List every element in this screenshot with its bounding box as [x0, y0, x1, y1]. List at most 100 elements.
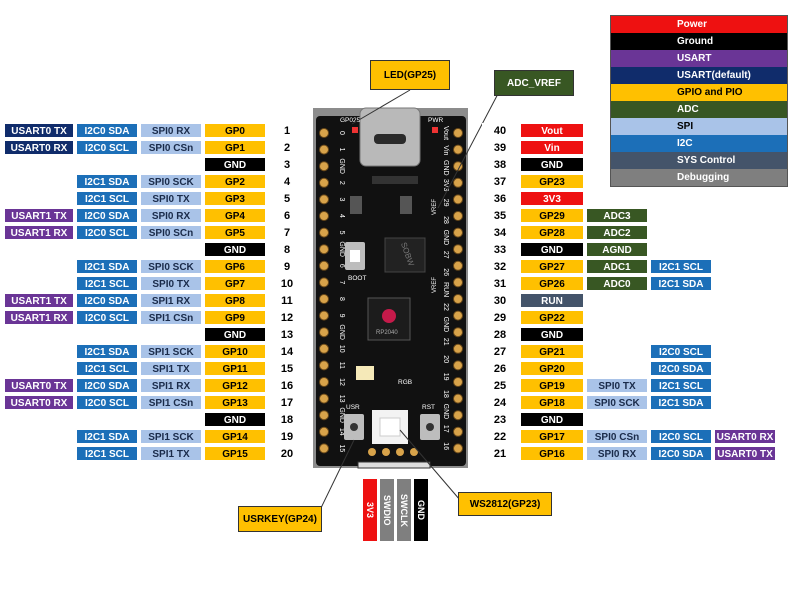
header-pin	[319, 410, 329, 421]
debug-pin-label: SWCLK	[396, 478, 412, 542]
gpio-cell: GP0	[204, 123, 266, 138]
pin-number: 35	[482, 208, 518, 223]
silk-label: 7	[338, 280, 345, 284]
pin-number: 15	[268, 361, 306, 376]
led-gp25-icon	[352, 127, 358, 133]
silk-label: 28	[442, 216, 449, 224]
pin-number: 5	[268, 191, 306, 206]
i2c-cell: I2C0 SCL	[650, 344, 712, 359]
raspberry-logo-icon	[382, 309, 396, 323]
pin-number: 17	[268, 395, 306, 410]
pin-number: 26	[482, 361, 518, 376]
i2c-cell: I2C1 SCL	[650, 378, 712, 393]
spi-cell: SPI1 CSn	[140, 395, 202, 410]
usart-cell: USART0 RX	[4, 140, 74, 155]
debug-pad	[368, 448, 376, 456]
usart-cell: USART0 TX	[4, 123, 74, 138]
spi-cell: SPI1 RX	[140, 378, 202, 393]
silk-label: 11	[338, 362, 345, 369]
gpio-cell: GP8	[204, 293, 266, 308]
i2c-cell: I2C0 SDA	[76, 123, 138, 138]
header-pin	[319, 194, 329, 205]
component	[350, 196, 362, 214]
pin-number: 29	[482, 310, 518, 325]
gpio-cell: RUN	[520, 293, 584, 308]
pin-number: 8	[268, 242, 306, 257]
pin-number: 32	[482, 259, 518, 274]
pin-number: 9	[268, 259, 306, 274]
gpio-cell: GND	[520, 242, 584, 257]
header-pin	[319, 393, 329, 404]
pin-number: 36	[482, 191, 518, 206]
debug-pin-label: GND	[413, 478, 429, 542]
adc-cell: ADC2	[586, 225, 648, 240]
gpio-cell: GP5	[204, 225, 266, 240]
spi-cell: SPI1 TX	[140, 446, 202, 461]
silk-label: 3	[338, 197, 345, 201]
pin-number: 40	[482, 123, 518, 138]
spi-cell: SPI0 SCn	[140, 225, 202, 240]
header-pin	[319, 128, 329, 138]
led-component	[356, 366, 374, 380]
ws2812-led	[372, 410, 408, 444]
gpio-cell: GP20	[520, 361, 584, 376]
i2c-cell: I2C1 SCL	[76, 191, 138, 206]
pin-number: 14	[268, 344, 306, 359]
silk-label: 19	[442, 373, 449, 381]
pin-number: 18	[268, 412, 306, 427]
pwr-silk: PWR	[428, 117, 443, 124]
i2c-cell: I2C0 SCL	[76, 395, 138, 410]
legend-item: SPI	[611, 118, 787, 135]
gpio-cell: GP23	[520, 174, 584, 189]
usb-c-port-icon	[374, 134, 406, 144]
i2c-cell: I2C1 SDA	[76, 429, 138, 444]
usr-silk: USR	[346, 404, 360, 411]
legend-item: GPIO and PIO	[611, 84, 787, 101]
silk-label: 21	[442, 338, 449, 346]
header-pin	[319, 144, 329, 155]
spi-cell: SPI1 CSn	[140, 310, 202, 325]
header-pin	[453, 343, 463, 354]
legend-item: Ground	[611, 33, 787, 50]
gpio-cell: GND	[204, 242, 266, 257]
rp2040-chip	[367, 297, 411, 341]
i2c-cell: I2C0 SCL	[650, 429, 712, 444]
gpio-cell: GP15	[204, 446, 266, 461]
silk-label: 1	[338, 148, 345, 152]
i2c-cell: I2C1 SCL	[650, 259, 712, 274]
pin-number: 22	[482, 429, 518, 444]
silk-label: RUN	[442, 282, 449, 297]
usr-button	[344, 414, 364, 440]
usart-cell: USART0 TX	[714, 446, 776, 461]
gpio-cell: GP7	[204, 276, 266, 291]
usart-cell: USART1 TX	[4, 208, 74, 223]
i2c-cell: I2C0 SCL	[76, 310, 138, 325]
header-pin	[453, 443, 463, 454]
spi-cell: SPI0 TX	[140, 276, 202, 291]
spi-cell: SPI0 RX	[586, 446, 648, 461]
pin-number: 7	[268, 225, 306, 240]
gpio-cell: GP19	[520, 378, 584, 393]
usart-cell: USART1 TX	[4, 293, 74, 308]
gpio-cell: GP16	[520, 446, 584, 461]
header-pin	[319, 260, 329, 271]
legend-item: SYS Control	[611, 152, 787, 169]
silk-label: GND	[442, 404, 449, 420]
header-pin	[453, 128, 463, 138]
gpio-cell: GP12	[204, 378, 266, 393]
header-pin	[319, 377, 329, 387]
pin-number: 27	[482, 344, 518, 359]
pin-number: 10	[268, 276, 306, 291]
ws2812-led-lens	[379, 417, 401, 437]
gpio-cell: GP26	[520, 276, 584, 291]
gpio-cell: GP9	[204, 310, 266, 325]
silk-label: 26	[442, 268, 449, 276]
boot-button	[345, 242, 365, 270]
pin-number: 12	[268, 310, 306, 325]
header-pin	[319, 244, 329, 255]
gpio-cell: GP29	[520, 208, 584, 223]
pin-number: 33	[482, 242, 518, 257]
usart-cell: USART0 RX	[714, 429, 776, 444]
spi-cell: SPI0 RX	[140, 123, 202, 138]
gpio-cell: GND	[520, 412, 584, 427]
